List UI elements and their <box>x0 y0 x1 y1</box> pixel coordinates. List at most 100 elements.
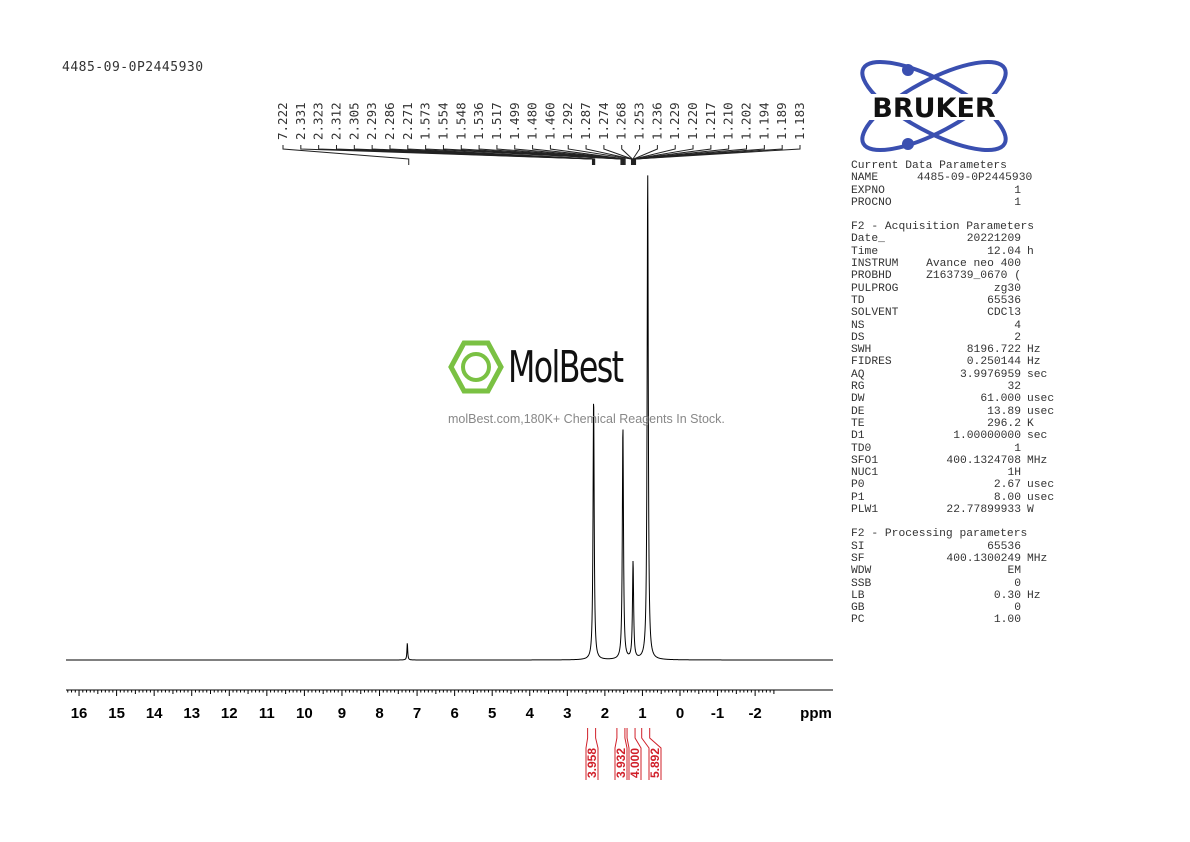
peak-label: 1.499 <box>507 102 625 165</box>
param-unit <box>1021 172 1027 184</box>
param-value: 22.77899933 <box>946 504 1021 517</box>
svg-text:1.253: 1.253 <box>632 102 647 140</box>
svg-text:1.499: 1.499 <box>507 102 522 140</box>
param-row: PULPROG zg30 <box>851 283 1054 295</box>
param-unit: usec <box>1027 479 1055 492</box>
param-unit <box>1021 578 1027 590</box>
param-key: INSTRUM <box>851 258 899 271</box>
param-value: EM <box>1007 565 1021 578</box>
param-key: Date_ <box>851 233 885 246</box>
param-unit: usec <box>1027 405 1055 418</box>
x-tick-label: 10 <box>296 705 313 722</box>
peak-label: 1.536 <box>471 102 623 165</box>
param-unit <box>1021 443 1027 455</box>
svg-text:1.183: 1.183 <box>792 102 807 140</box>
param-unit <box>1021 320 1027 332</box>
x-tick-label: -1 <box>711 705 724 722</box>
param-value: 1H <box>1007 467 1021 480</box>
param-value: 0.30 <box>993 589 1021 602</box>
param-value: 400.1324708 <box>946 454 1021 467</box>
param-key: PROBHD <box>851 270 892 283</box>
param-key: LB <box>851 589 865 602</box>
param-unit: MHz <box>1027 552 1048 565</box>
svg-text:3.958: 3.958 <box>585 748 599 778</box>
x-tick-label: 14 <box>146 705 163 722</box>
param-value: 1.00 <box>993 614 1021 627</box>
svg-text:1.202: 1.202 <box>739 102 754 140</box>
x-tick-label: 9 <box>338 705 346 722</box>
param-key: NAME <box>851 172 879 185</box>
param-unit: Hz <box>1027 356 1041 369</box>
svg-text:BRUKER: BRUKER <box>872 93 996 124</box>
svg-text:2.331: 2.331 <box>293 102 308 140</box>
param-key: PULPROG <box>851 282 899 295</box>
svg-text:3.932: 3.932 <box>614 748 628 778</box>
x-tick-label: 1 <box>638 705 646 722</box>
param-unit <box>1021 197 1027 209</box>
param-key: SOLVENT <box>851 307 899 320</box>
param-unit: usec <box>1027 491 1055 504</box>
svg-text:1.189: 1.189 <box>774 102 789 140</box>
peak-label: 1.183 <box>635 102 807 165</box>
svg-text:2.312: 2.312 <box>328 102 343 140</box>
svg-text:1.287: 1.287 <box>578 102 593 140</box>
x-tick-label: 4 <box>526 705 535 722</box>
param-value: 1.00000000 <box>953 430 1021 443</box>
param-unit <box>1021 295 1027 307</box>
param-key: Time <box>851 245 879 258</box>
svg-text:1.480: 1.480 <box>525 102 540 140</box>
svg-text:1.460: 1.460 <box>542 102 557 140</box>
param-key: P1 <box>851 491 865 504</box>
svg-text:1.548: 1.548 <box>453 102 468 140</box>
peak-label: 2.271 <box>400 102 596 165</box>
param-key: SWH <box>851 344 872 357</box>
svg-text:1.536: 1.536 <box>471 102 486 140</box>
param-unit <box>1021 565 1027 577</box>
svg-text:5.892: 5.892 <box>648 748 662 778</box>
param-key: NUC1 <box>851 467 879 480</box>
param-unit <box>1021 307 1027 319</box>
param-value: zg30 <box>993 282 1021 295</box>
param-key: PROCNO <box>851 196 892 209</box>
svg-text:7.222: 7.222 <box>275 102 290 140</box>
param-value: Z163739_0670 ( <box>926 270 1021 283</box>
param-value: 12.04 <box>987 245 1021 258</box>
watermark-name: MolBest <box>508 342 624 393</box>
sample-name: 4485-09-0P2445930 <box>62 60 204 75</box>
param-value: 61.000 <box>980 393 1021 406</box>
svg-text:1.292: 1.292 <box>560 102 575 140</box>
param-key: NS <box>851 319 865 332</box>
x-tick-label: 3 <box>563 705 571 722</box>
param-unit: Hz <box>1027 344 1041 357</box>
param-value: 1 <box>1014 196 1021 209</box>
x-tick-label: 2 <box>601 705 609 722</box>
x-tick-label: 7 <box>413 705 421 722</box>
param-unit: sec <box>1027 368 1048 381</box>
x-tick-label: 8 <box>375 705 383 722</box>
x-axis-label: ppm <box>800 705 832 722</box>
svg-text:1.274: 1.274 <box>596 102 611 140</box>
svg-text:2.293: 2.293 <box>364 102 379 140</box>
param-value: 3.9976959 <box>959 368 1021 381</box>
param-value: 1 <box>1014 442 1021 455</box>
benzene-logo-icon <box>448 340 504 394</box>
svg-text:2.286: 2.286 <box>382 102 397 140</box>
param-unit: K <box>1027 417 1034 430</box>
svg-text:1.573: 1.573 <box>418 102 433 140</box>
param-value: 0.250144 <box>966 356 1021 369</box>
svg-text:1.210: 1.210 <box>721 102 736 140</box>
param-unit <box>1021 233 1027 245</box>
